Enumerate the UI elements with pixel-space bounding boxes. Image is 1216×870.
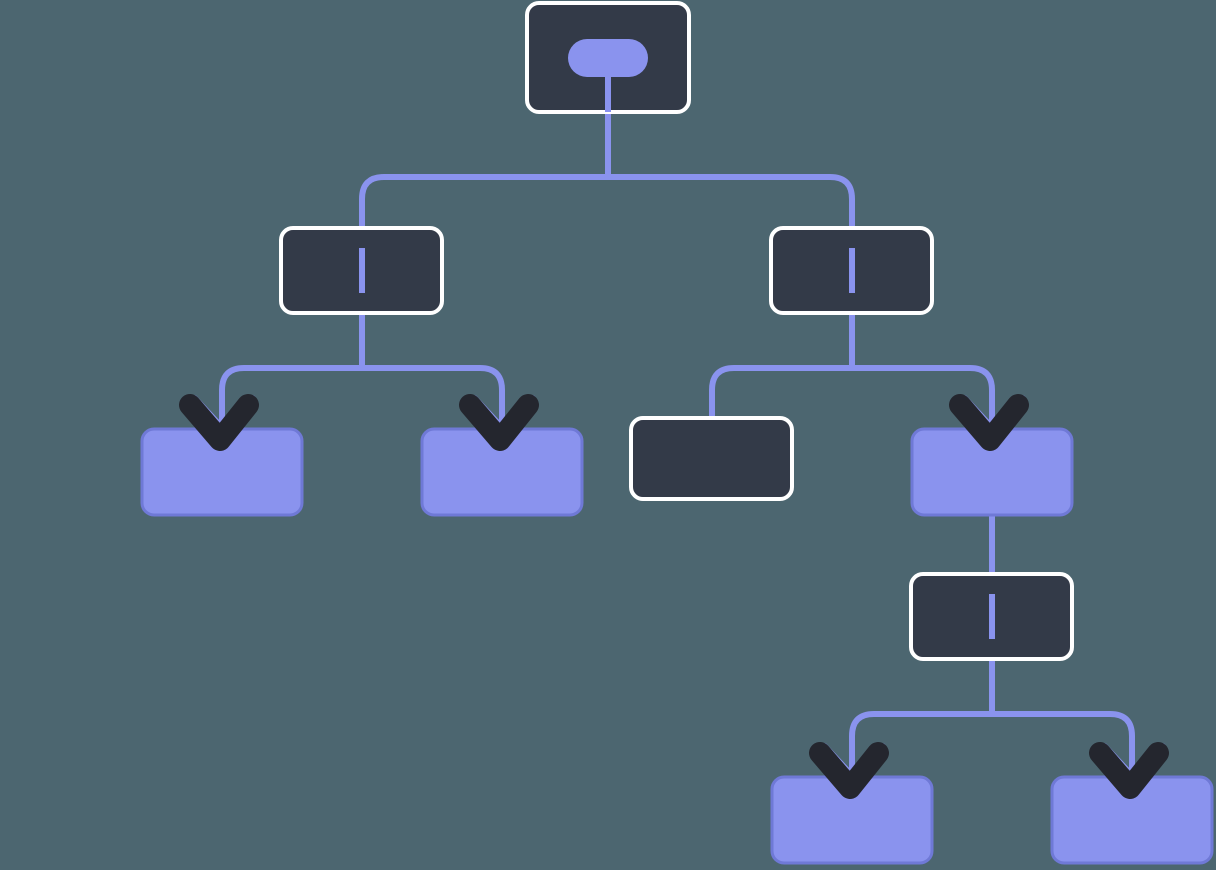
connector-branch-right-to-leaf-3[interactable] <box>849 365 995 435</box>
arrowhead-down-leaf-2-dark-chevron-icon <box>459 394 539 451</box>
connector-branch-lower-to-leaf-4[interactable] <box>849 711 995 783</box>
connector-branch-lower-to-leaf-5[interactable] <box>989 711 1135 783</box>
arrowhead-down-leaf-3 <box>949 394 1029 451</box>
arrowhead-down-leaf-1-dark-chevron-icon <box>179 394 259 451</box>
terminal-node-dark[interactable] <box>629 416 794 501</box>
branch-node-right[interactable] <box>769 226 934 315</box>
root-node-pill-icon <box>568 39 648 77</box>
terminal-node-dark-body[interactable] <box>629 416 794 501</box>
connectors-layer <box>219 109 1135 783</box>
connector-branch-left-to-leaf-1[interactable] <box>219 365 365 435</box>
branch-node-left[interactable] <box>279 226 444 315</box>
arrowhead-down-leaf-5 <box>1089 742 1169 799</box>
connector-branch-right-to-terminal[interactable] <box>709 365 855 421</box>
connector-root-to-branch-left[interactable] <box>359 174 611 231</box>
nodes-layer <box>140 1 1214 865</box>
arrowhead-down-leaf-2 <box>459 394 539 451</box>
connector-root-to-branch-right[interactable] <box>605 174 855 231</box>
arrowhead-down-leaf-4-dark-chevron-icon <box>809 742 889 799</box>
root-node[interactable] <box>525 1 691 114</box>
arrowhead-down-leaf-4 <box>809 742 889 799</box>
arrowheads-layer <box>179 394 1169 799</box>
branch-node-lower[interactable] <box>909 572 1074 661</box>
connector-branch-left-to-leaf-2[interactable] <box>359 365 505 435</box>
arrowhead-down-leaf-3-dark-chevron-icon <box>949 394 1029 451</box>
arrowhead-down-leaf-5-dark-chevron-icon <box>1089 742 1169 799</box>
arrowhead-down-leaf-1 <box>179 394 259 451</box>
